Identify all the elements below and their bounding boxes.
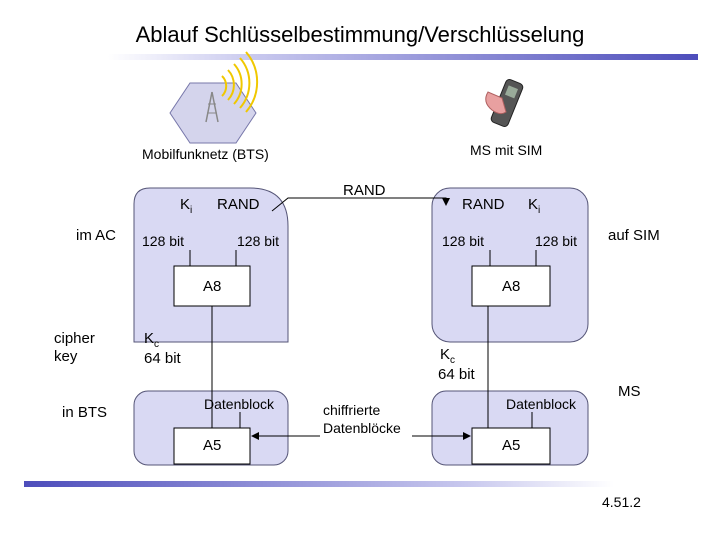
network-a8-block [173,265,251,307]
mobile-datablock-label: Datenblock [506,396,577,412]
footer-bar [24,481,614,487]
mobile-bits-right: 128 bit [535,233,578,249]
encrypted-line1: chiffrierte [323,402,381,418]
mobile-label: MS mit SIM [470,142,543,158]
side-label-im-ac: im AC [76,227,117,244]
network-ki-label: Ki [180,196,193,216]
mobile-a5-block [471,427,551,465]
mobile-kc-bits: 64 bit [438,366,475,383]
mobile-a8-box [431,187,589,343]
mobile-a5-label: A5 [502,437,521,454]
mobile-a8-label: A8 [502,278,521,295]
slide-title: Ablauf Schlüsselbestimmung/Verschlüsselu… [135,22,585,47]
mobile-phone-icon [485,79,524,127]
network-a5-block [173,427,251,465]
side-label-in-bts: in BTS [62,404,108,421]
rand-transfer-arrow [271,197,450,212]
network-kc-label: Kc [144,330,160,350]
side-label-cipher: cipher [54,330,95,347]
network-bits-right: 128 bit [237,233,280,249]
network-a8-label: A8 [203,278,222,295]
network-a5-label: A5 [203,437,222,454]
mobile-kc-label: Kc [440,346,456,366]
side-label-key: key [54,348,78,365]
mobile-bits-left: 128 bit [442,233,485,249]
mobile-rand-label: RAND [462,196,505,213]
network-label: Mobilfunknetz (BTS) [142,146,269,162]
network-datablock-label: Datenblock [204,396,275,412]
network-bits-left: 128 bit [142,233,185,249]
network-rand-label: RAND [217,196,260,213]
slide-number: 4.51.2 [602,494,641,510]
mobile-a8-block [471,265,551,307]
title-underline-bar [108,54,698,60]
encrypted-line2: Datenblöcke [323,420,401,436]
radio-tower-icon [169,51,259,144]
transfer-rand-label: RAND [343,182,386,199]
mobile-ki-label: Ki [528,196,541,216]
side-label-ms: MS [618,383,641,400]
network-kc-bits: 64 bit [144,350,181,367]
side-label-auf-sim: auf SIM [608,227,660,244]
network-a8-box [133,187,289,343]
